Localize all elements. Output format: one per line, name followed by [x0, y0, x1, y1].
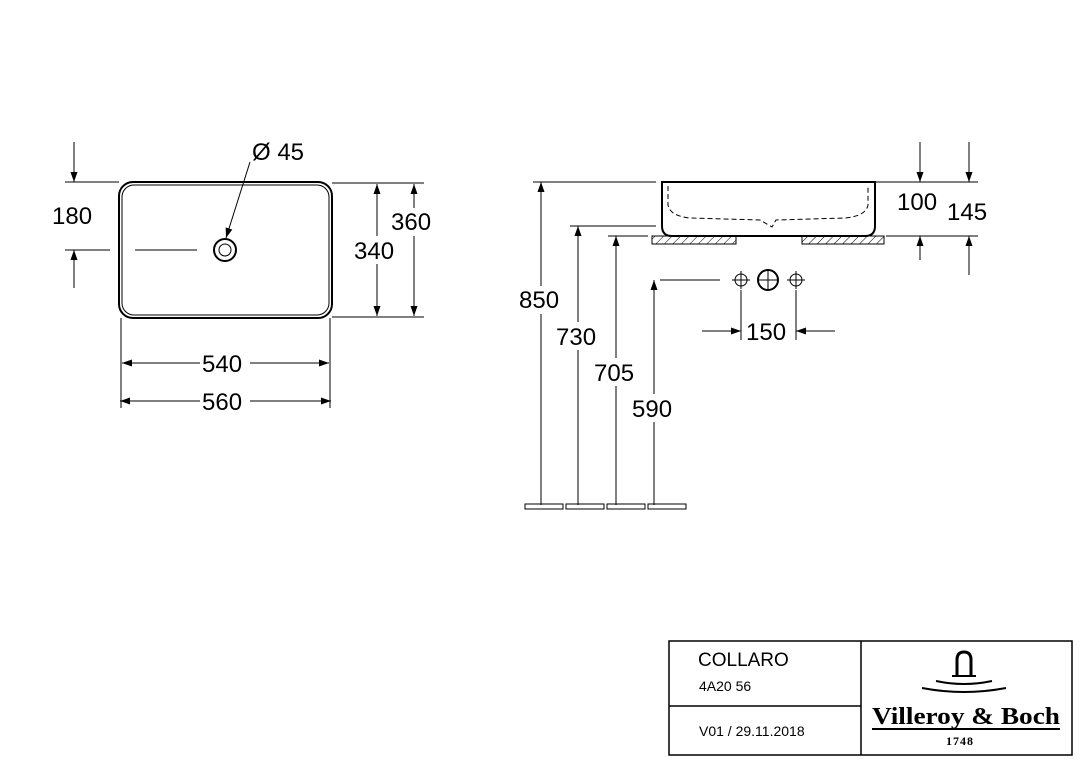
- top-view: Ø 45 180 340 360 540 560: [52, 139, 438, 416]
- dim-180-label: 180: [52, 203, 92, 230]
- brand-logo: Villeroy & Boch 1748: [872, 650, 1060, 748]
- dim-590-label: 590: [632, 396, 672, 423]
- tap-holes-icon: [732, 269, 805, 291]
- basin-side-profile: [661, 181, 876, 237]
- dim-340-label: 340: [354, 238, 394, 265]
- dim-100-label: 100: [897, 189, 937, 216]
- drain-diameter-label: Ø 45: [252, 139, 304, 166]
- dim-730-label: 730: [556, 324, 596, 351]
- drain-hole-icon: [213, 238, 237, 262]
- basin-inner-outline: [121, 184, 330, 316]
- countertop-right: [801, 235, 885, 245]
- side-view: 100 145 150 850 730: [517, 142, 993, 510]
- dim-705-label: 705: [594, 360, 634, 387]
- floor-line: [524, 503, 687, 510]
- dim-150-label: 150: [746, 319, 786, 346]
- dim-850-label: 850: [519, 287, 559, 314]
- product-code: 4A20 56: [699, 678, 751, 694]
- dim-360-label: 360: [391, 209, 431, 236]
- dim-560-label: 560: [202, 389, 242, 416]
- title-block: COLLARO 4A20 56 V01 / 29.11.2018 Villero…: [668, 640, 1073, 756]
- version-date: V01 / 29.11.2018: [699, 723, 805, 739]
- countertop-left: [651, 235, 737, 245]
- basin-outer-outline: [118, 181, 333, 319]
- brand-name: Villeroy & Boch: [872, 704, 1060, 730]
- dim-540-label: 540: [202, 351, 242, 378]
- dim-145-label: 145: [947, 199, 987, 226]
- product-name: COLLARO: [698, 650, 789, 671]
- brand-year: 1748: [946, 734, 974, 748]
